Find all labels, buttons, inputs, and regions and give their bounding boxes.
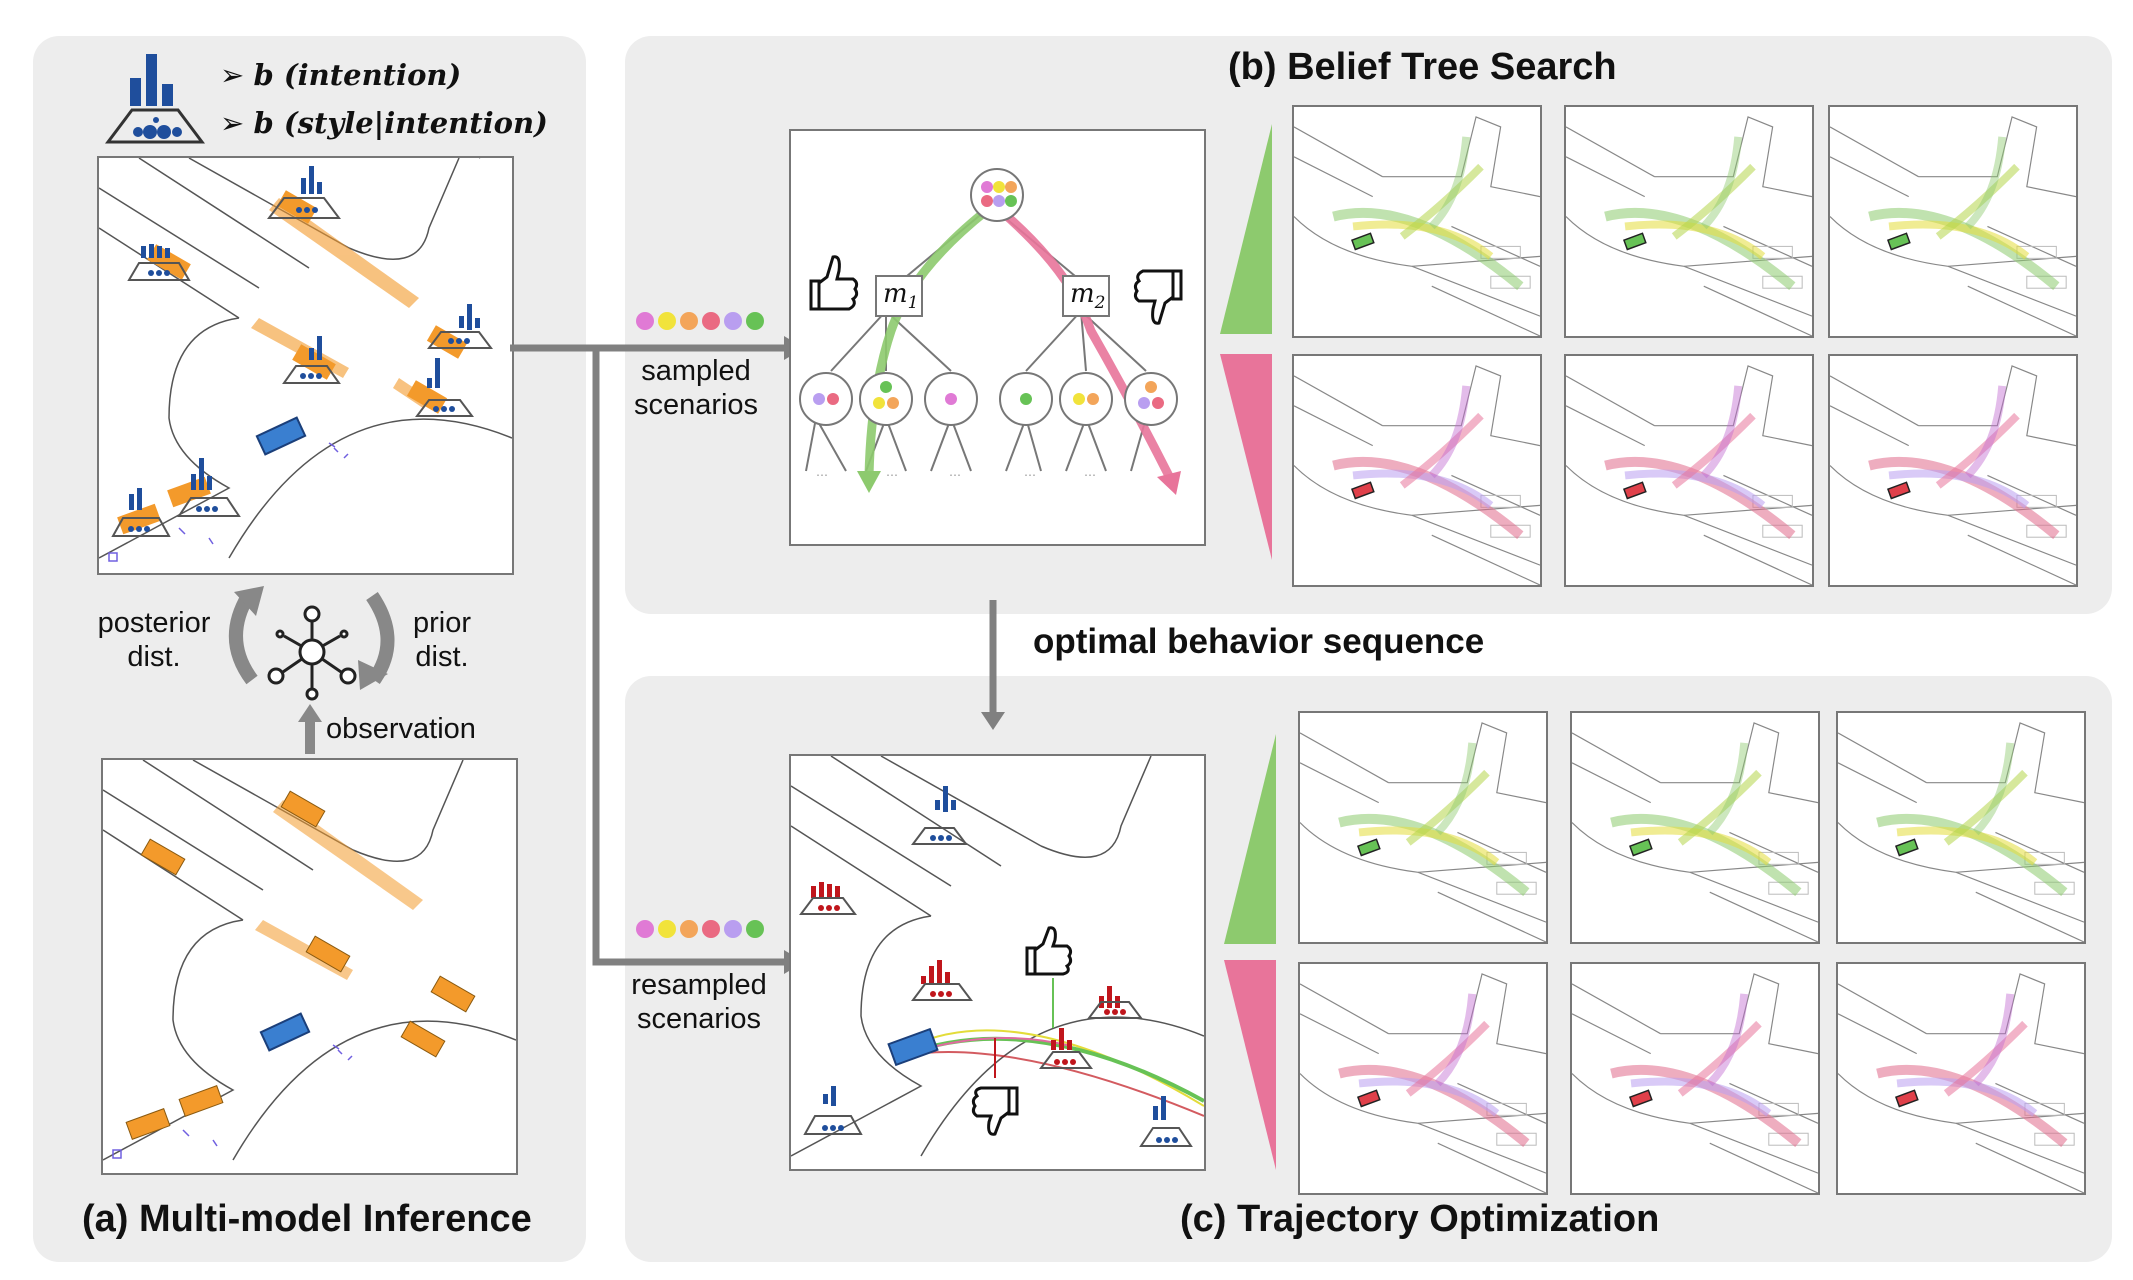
scenario-dot xyxy=(702,312,720,330)
good-outcome-wedge xyxy=(1220,124,1272,334)
belief-scenario-thumbnail xyxy=(1828,105,2078,338)
legend-style-text: b (style|intention) xyxy=(253,106,548,140)
svg-text:…: … xyxy=(1084,465,1096,479)
observation-label: observation xyxy=(326,713,476,745)
prior-dist-label: prior dist. xyxy=(412,607,471,673)
observation-map-drawing xyxy=(103,760,516,1161)
posterior-cycle-arrow-icon xyxy=(229,592,258,685)
scenario-dot xyxy=(658,312,676,330)
belief-tree-drawing: … … … … … xyxy=(799,168,1183,495)
legend-intention-text: b (intention) xyxy=(253,58,462,92)
sampled-scenarios-label: sampled scenarios xyxy=(633,355,759,421)
resampled-scenarios-label: resampled scenarios xyxy=(631,969,767,1035)
node-m1: m1 xyxy=(883,279,918,313)
scenario-dot xyxy=(746,312,764,330)
bad-outcome-wedge xyxy=(1220,354,1272,560)
observation-arrow-icon xyxy=(298,704,322,754)
thumbs-down-icon xyxy=(971,1086,1019,1136)
thumbs-up-icon xyxy=(809,255,859,311)
thumbs-up-icon xyxy=(1025,926,1073,976)
panel-a-title: (a) Multi-model Inference xyxy=(82,1198,532,1240)
thumbs-down-icon xyxy=(1133,269,1183,325)
scenario-dot xyxy=(724,920,742,938)
trajectory-scenario-thumbnail xyxy=(1836,962,2086,1195)
svg-text:…: … xyxy=(1024,465,1036,479)
good-outcome-wedge xyxy=(1224,734,1276,944)
belief-legend-icon xyxy=(105,54,205,144)
bad-outcome-wedge xyxy=(1224,960,1276,1170)
middle-label: optimal behavior sequence xyxy=(1033,622,1485,661)
node-m2-label: m xyxy=(1070,279,1095,309)
posterior-map-drawing xyxy=(99,158,512,562)
scenario-dot xyxy=(680,312,698,330)
scenario-dot xyxy=(636,920,654,938)
belief-scenario-thumbnail xyxy=(1564,105,1814,338)
panel-b-outcome-wedges xyxy=(1220,124,1272,560)
trajectory-scenario-thumbnail xyxy=(1298,962,1548,1195)
scenario-dot xyxy=(746,920,764,938)
trajectory-map-drawing xyxy=(791,756,1204,1157)
node-m2-subscript: 2 xyxy=(1094,293,1106,314)
belief-tree-box: ……… …… m1 m2 xyxy=(789,129,1206,546)
belief-scenario-thumbnail xyxy=(1292,105,1542,338)
belief-update-cycle xyxy=(229,586,395,701)
scenario-dot xyxy=(680,920,698,938)
panel-c-outcome-wedges xyxy=(1224,734,1276,1170)
svg-text:…: … xyxy=(949,465,961,479)
belief-scenario-thumbnail xyxy=(1828,354,2078,587)
node-m2: m2 xyxy=(1070,279,1105,313)
scenario-dot xyxy=(636,312,654,330)
sampled-scenario-dots xyxy=(636,312,764,330)
legend-style: ➢ b (style|intention) xyxy=(220,106,548,140)
node-m1-label: m xyxy=(883,279,908,309)
observation-map xyxy=(101,758,518,1175)
node-m1-subscript: 1 xyxy=(907,293,919,314)
scenario-dot xyxy=(724,312,742,330)
legend-intention: ➢ b (intention) xyxy=(220,58,462,92)
posterior-map xyxy=(97,156,514,575)
belief-scenario-thumbnail xyxy=(1292,354,1542,587)
panel-b-title: (b) Belief Tree Search xyxy=(1228,46,1617,88)
trajectory-scenario-thumbnail xyxy=(1836,711,2086,944)
svg-text:…: … xyxy=(886,465,898,479)
belief-scenario-thumbnail xyxy=(1564,354,1814,587)
trajectory-scenario-thumbnail xyxy=(1570,962,1820,1195)
trajectory-map xyxy=(789,754,1206,1171)
network-icon xyxy=(267,605,357,701)
scenario-dot xyxy=(702,920,720,938)
scenario-dot xyxy=(658,920,676,938)
trajectory-scenario-thumbnail xyxy=(1570,711,1820,944)
trajectory-scenario-thumbnail xyxy=(1298,711,1548,944)
posterior-dist-label: posterior dist. xyxy=(97,607,211,673)
panel-c-title: (c) Trajectory Optimization xyxy=(1180,1198,1660,1240)
svg-text:…: … xyxy=(816,465,828,479)
resampled-scenario-dots xyxy=(636,920,764,938)
